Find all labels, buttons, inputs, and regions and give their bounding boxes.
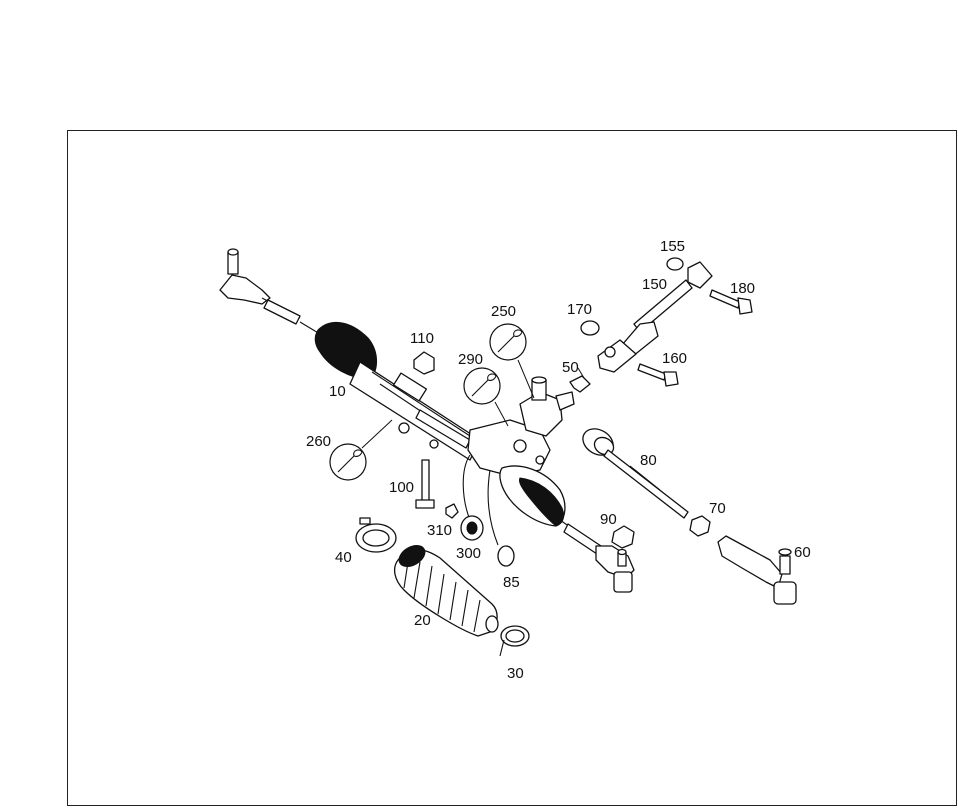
clamp-small bbox=[499, 625, 530, 657]
callout-40: 40 bbox=[335, 549, 352, 566]
callout-150: 150 bbox=[642, 276, 667, 293]
callout-160: 160 bbox=[662, 350, 687, 367]
washer-155 bbox=[666, 257, 684, 271]
callout-50: 50 bbox=[562, 359, 579, 376]
clamp-large bbox=[355, 517, 397, 553]
callout-180: 180 bbox=[730, 280, 755, 297]
retaining-clip bbox=[569, 375, 591, 393]
callout-30: 30 bbox=[507, 665, 524, 682]
callout-10: 10 bbox=[329, 383, 346, 400]
wrench-icon bbox=[463, 367, 501, 405]
callout-110: 110 bbox=[410, 330, 434, 347]
cap-85 bbox=[497, 545, 515, 567]
callout-290: 290 bbox=[458, 351, 483, 368]
seal-300 bbox=[460, 515, 484, 541]
callout-250: 250 bbox=[491, 303, 516, 320]
callout-20: 20 bbox=[414, 612, 431, 629]
callout-155: 155 bbox=[660, 238, 685, 255]
callout-70: 70 bbox=[709, 500, 726, 517]
callout-80: 80 bbox=[640, 452, 657, 469]
wrench-icon bbox=[489, 323, 527, 361]
callout-60: 60 bbox=[794, 544, 811, 561]
inner-tie-rod bbox=[582, 428, 689, 519]
steering-rack-housing bbox=[219, 248, 635, 593]
callout-310: 310 bbox=[427, 522, 452, 539]
callout-260: 260 bbox=[306, 433, 331, 450]
callout-85: 85 bbox=[503, 574, 520, 591]
bellows-boot bbox=[393, 545, 499, 637]
bolt-180 bbox=[709, 289, 753, 315]
nut-110 bbox=[413, 351, 435, 375]
outer-tie-rod-end bbox=[717, 535, 797, 605]
nut-90 bbox=[611, 525, 635, 549]
intermediate-shaft bbox=[597, 261, 713, 373]
screw-310 bbox=[445, 503, 459, 519]
wrench-icon bbox=[329, 443, 367, 481]
bolt-100 bbox=[415, 459, 435, 509]
callout-100: 100 bbox=[389, 479, 414, 496]
bolt-160 bbox=[637, 363, 679, 387]
washer-170 bbox=[580, 320, 600, 336]
diagram-frame bbox=[67, 130, 957, 806]
callout-170: 170 bbox=[567, 301, 592, 318]
nut-70 bbox=[689, 515, 711, 537]
callout-300: 300 bbox=[456, 545, 481, 562]
callout-90: 90 bbox=[600, 511, 617, 528]
